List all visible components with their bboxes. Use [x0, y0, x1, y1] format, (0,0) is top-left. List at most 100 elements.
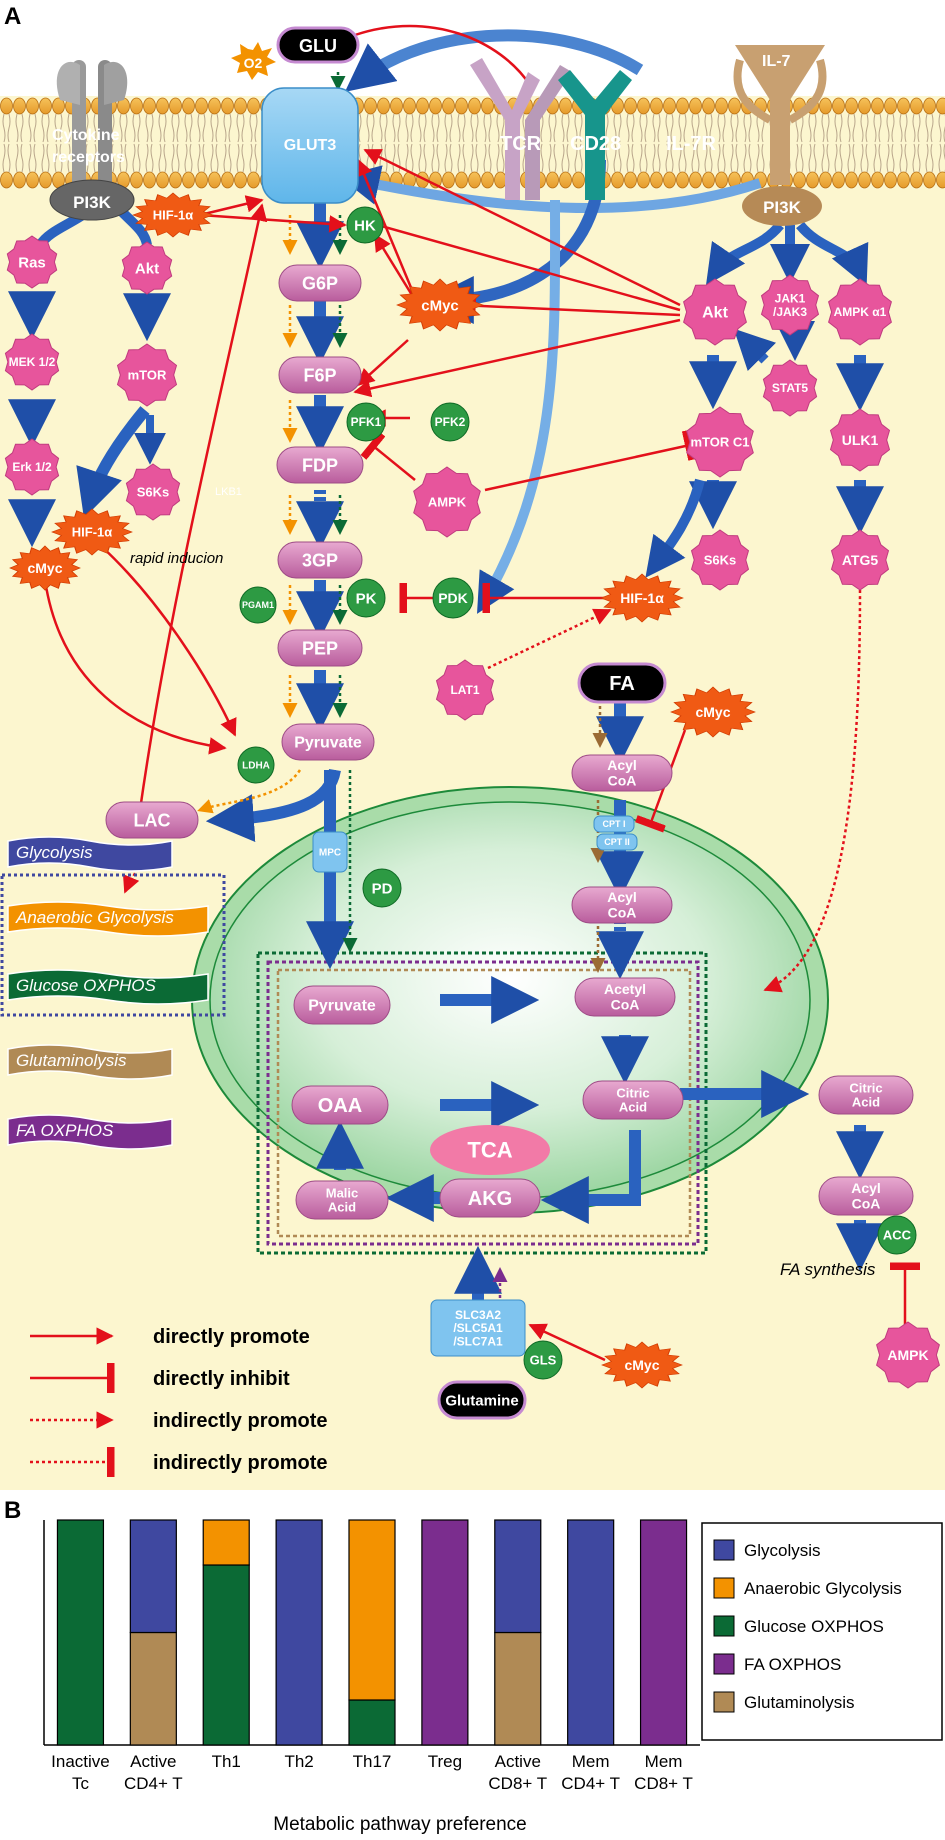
x-tick-1-line1: Active: [130, 1752, 176, 1771]
ulk1-node-shape: [829, 408, 891, 472]
bar-6-glutaminolysis: [494, 1631, 542, 1746]
stat5-node-shape: [762, 359, 818, 417]
acetylcoa-node-shape: [574, 977, 676, 1017]
oaa-node-shape: [291, 1085, 389, 1125]
pathway-tag-2-shape: [7, 969, 209, 1005]
lac-node-shape: [105, 801, 199, 839]
x-tick-6-line2: CD8+ T: [488, 1774, 547, 1793]
tca-label: TCA: [467, 1138, 512, 1163]
erk-node-label: Erk 1/2: [12, 460, 52, 474]
mito-pyruvate-node-label: Pyruvate: [308, 998, 376, 1015]
legend-swatch-3: [713, 1653, 735, 1675]
akt-right-node-label: Akt: [702, 305, 728, 322]
pep-node-label: PEP: [302, 638, 338, 658]
x-tick-7-line2: CD4+ T: [561, 1774, 620, 1793]
slc-transporter-node-shape: [430, 1299, 526, 1357]
pfk2-node-label: PFK2: [435, 415, 466, 429]
mtorc1-node-label: mTOR C1: [691, 435, 750, 450]
o2-label: O2: [244, 55, 263, 71]
pi3k-left-node: [49, 179, 135, 221]
tcr-to-pdk-arrow: [477, 199, 561, 614]
x-tick-8-line2: CD8+ T: [634, 1774, 693, 1793]
slc-transporter-node-label-line3: /SLC7A1: [453, 1334, 503, 1348]
akt-right-node-shape: [683, 278, 747, 346]
akg-node-shape: [439, 1178, 541, 1218]
gls-node-shape: [523, 1340, 563, 1380]
f6p-node-label: F6P: [303, 365, 336, 385]
fa-citric-node-label-line1: Citric: [849, 1080, 882, 1095]
x-tick-5: Treg: [428, 1752, 462, 1771]
pdk-node-shape: [432, 577, 474, 619]
bar-5-fa-oxphos: [421, 1519, 469, 1746]
bar-1-glutaminolysis: [129, 1631, 177, 1746]
3gp-node-shape: [277, 541, 363, 579]
x-tick-4: Th17: [353, 1752, 392, 1771]
pi3k-to-akt-arrow: [705, 221, 784, 286]
3gp-node-label: 3GP: [302, 550, 338, 570]
fa-acylcoa-node-shape: [818, 1176, 914, 1216]
bar-0-glucose-oxphos: [56, 1519, 105, 1746]
mek-node-shape: [4, 333, 60, 391]
mtor-to-hif-arrow: [76, 406, 150, 519]
cpt2-node-shape: [596, 833, 638, 851]
malic-node-shape: [295, 1180, 389, 1220]
acc-node-shape: [877, 1215, 917, 1255]
pep-node-shape: [277, 629, 363, 667]
bar-7-glycolysis: [567, 1519, 615, 1746]
o2-node: O2: [231, 42, 276, 80]
bar-6-glycolysis: [494, 1519, 542, 1634]
mpc-node-label: MPC: [319, 848, 341, 859]
legend-indirect-promote-label: indirectly promote: [153, 1410, 327, 1432]
slc-transporter-node-label-line1: SLC3A2: [455, 1308, 501, 1322]
s6ks-left-node-shape: [125, 463, 181, 521]
acylcoa-node-1-shape: [571, 754, 673, 792]
ldha-node-label: LDHA: [242, 761, 270, 772]
atg5-node-shape: [830, 529, 890, 591]
bar-2-anaerobic-glycolysis: [202, 1519, 250, 1566]
hk-node-label: HK: [354, 217, 376, 234]
cytokine-label-line1: Cytokine: [52, 127, 120, 144]
tca-box-fa-oxphos: [266, 960, 700, 1246]
ulk1-node-label: ULK1: [842, 432, 879, 448]
s6ks-right-node-shape: [690, 529, 750, 591]
acylcoa-node-1-label-line1: Acyl: [607, 757, 637, 773]
ampk-center-node-shape: [413, 466, 481, 538]
jak-node-shape: [760, 274, 820, 336]
cpt1-node-shape: [593, 815, 635, 833]
pd-node-shape: [362, 868, 402, 908]
cytokine-label-line2: receptors: [52, 149, 125, 166]
mtorc1-to-hif-arrow: [645, 478, 705, 578]
mito-citric-node-label-line1: Citric: [616, 1085, 649, 1100]
akt-left-node-shape: [121, 241, 173, 295]
legend-swatch-2: [713, 1615, 735, 1637]
erk-node-shape: [4, 438, 60, 496]
pathway-tag-4-shape: [7, 1114, 173, 1150]
x-tick-0-line2: Tc: [72, 1774, 90, 1793]
gls-node-label: GLS: [530, 1353, 557, 1368]
pfk1-node-shape: [346, 402, 386, 442]
pi3k-to-glut3-arrow: [339, 165, 762, 214]
pfk2-node-shape: [430, 402, 470, 442]
slc-transporter-node-label-line2: /SLC5A1: [453, 1321, 503, 1335]
akt-left-node-label: Akt: [135, 260, 159, 277]
pathway-tag-0-shape: [7, 836, 173, 872]
jak-node-label: JAK1/JAK3: [773, 292, 807, 319]
x-tick-0-line1: Inactive: [51, 1752, 110, 1771]
pfk1-node-label: PFK1: [351, 415, 382, 429]
acc-node-label: ACC: [883, 1228, 912, 1243]
pi3k-to-ampk-arrow: [796, 221, 869, 287]
legend-swatch-0: [713, 1539, 735, 1561]
red-regulation-arrows: [43, 24, 920, 1362]
glu-label: GLU: [299, 36, 337, 56]
pk-node-shape: [346, 578, 386, 618]
